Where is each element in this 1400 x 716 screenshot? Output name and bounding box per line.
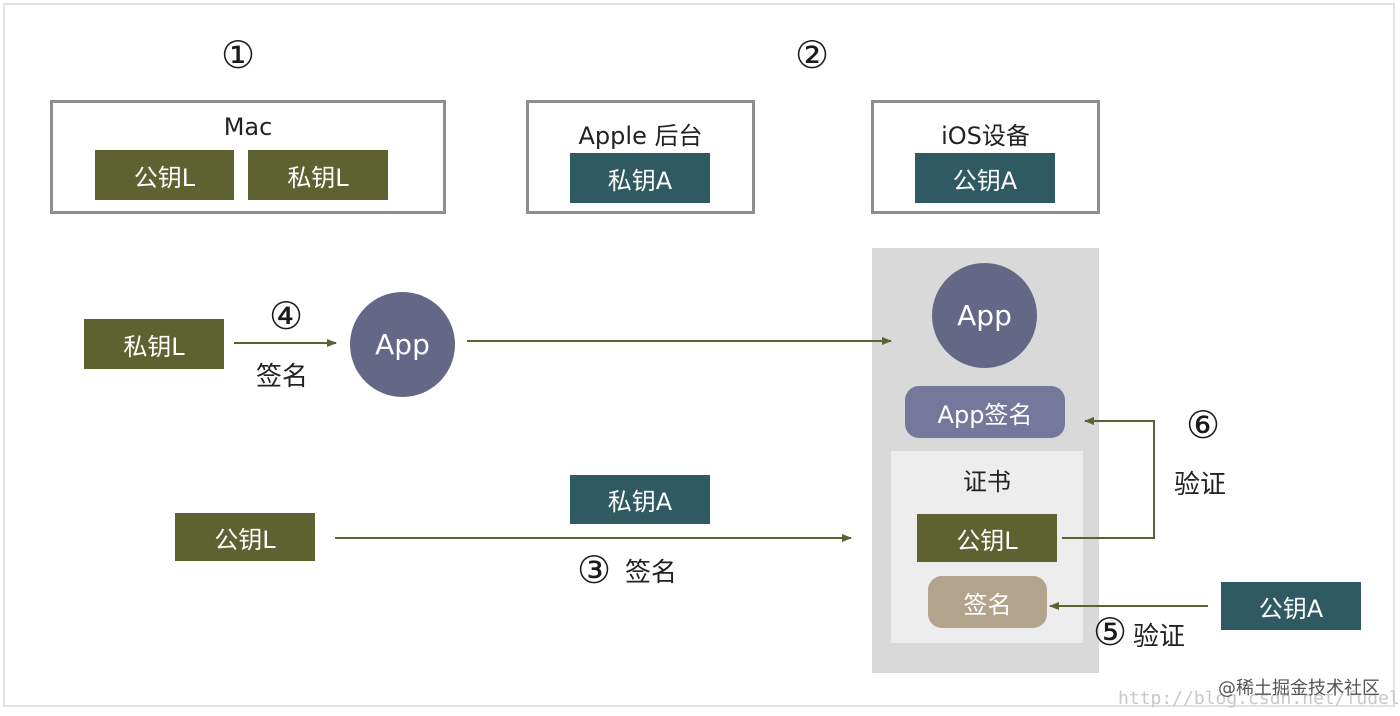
diagram-frame	[3, 3, 1395, 707]
apple-backend-title: Apple 后台	[578, 122, 703, 150]
ios-public-key-a: 公钥A	[915, 153, 1055, 203]
certificate-title: 证书	[963, 468, 1011, 496]
step-1-number: ①	[220, 33, 256, 77]
cert-sign-label: 签名	[625, 558, 678, 588]
step-4-number: ④	[268, 294, 304, 338]
verify-label-6: 验证	[1174, 470, 1227, 500]
certificate-signature-pill: 签名	[928, 576, 1047, 628]
mac-private-key-l: 私钥L	[248, 150, 388, 200]
step-5-number: ⑤	[1092, 610, 1128, 654]
app-signature-pill: App签名	[905, 386, 1065, 438]
row-private-key-l: 私钥L	[84, 319, 224, 369]
mac-public-key-l: 公钥L	[95, 150, 234, 200]
verify-label-5: 验证	[1133, 622, 1186, 652]
step-2-number: ②	[794, 33, 830, 77]
arrow-verify-6	[1062, 417, 1155, 539]
device-app-circle: App	[932, 263, 1037, 368]
certificate-public-key-l: 公钥L	[917, 514, 1057, 562]
app-circle: App	[350, 292, 455, 397]
watermark-site: @稀土掘金技术社区	[1218, 678, 1380, 699]
step-3-number: ③	[576, 548, 612, 592]
row-sign-label: 签名	[256, 362, 309, 392]
apple-private-key-a: 私钥A	[570, 153, 710, 203]
verify-public-key-a: 公钥A	[1221, 582, 1361, 630]
watermark-url: http://blog.csdn.net/fudele	[1118, 688, 1400, 709]
mac-title: Mac	[223, 113, 273, 141]
ios-device-title: iOS设备	[941, 122, 1030, 150]
row-private-key-a: 私钥A	[570, 475, 710, 524]
row-public-key-l: 公钥L	[175, 513, 315, 561]
step-6-number: ⑥	[1185, 403, 1221, 447]
